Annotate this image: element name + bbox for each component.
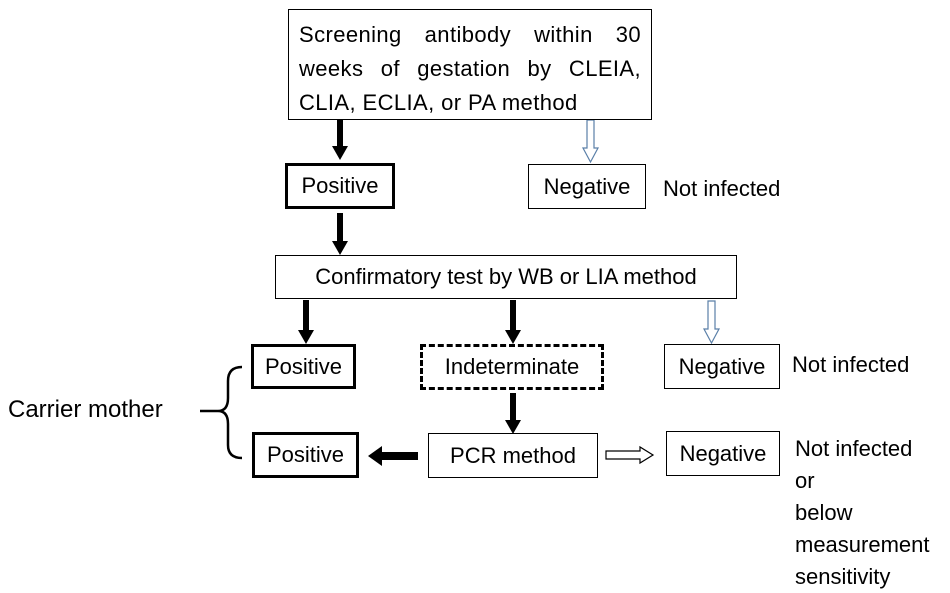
arrow-positive-to-confirmatory — [332, 213, 348, 255]
negative-box-1: Negative — [528, 164, 646, 209]
indeterminate-label: Indeterminate — [444, 354, 580, 379]
arrow-screening-to-positive — [332, 120, 348, 160]
arrow-confirmatory-to-positive — [298, 300, 314, 344]
negative-label-3: Negative — [679, 440, 767, 466]
positive-label-1: Positive — [301, 173, 379, 198]
negative-box-3: Negative — [666, 431, 780, 476]
positive-label-2: Positive — [264, 353, 343, 379]
carrier-bracket — [217, 365, 243, 460]
arrow-confirmatory-to-negative — [702, 300, 721, 345]
positive-label-3: Positive — [266, 442, 345, 467]
indeterminate-box: Indeterminate — [420, 344, 604, 390]
arrow-screening-to-negative — [581, 119, 600, 164]
arrow-pcr-to-positive — [368, 446, 418, 466]
arrow-indeterminate-to-pcr — [505, 393, 521, 434]
pcr-label: PCR method — [450, 442, 576, 468]
positive-box-2: Positive — [251, 344, 356, 389]
positive-box-1: Positive — [285, 163, 395, 209]
pcr-box: PCR method — [428, 433, 598, 478]
confirmatory-text: Confirmatory test by WB or LIA method — [315, 264, 697, 289]
carrier-mother-label: Carrier mother — [8, 396, 163, 423]
arrow-confirmatory-to-indeterminate — [505, 300, 521, 344]
not-infected-label-2: Not infected — [792, 352, 910, 377]
positive-box-3: Positive — [252, 432, 359, 478]
not-infected-label-1: Not infected — [663, 176, 781, 201]
confirmatory-box: Confirmatory test by WB or LIA method — [275, 255, 737, 299]
arrow-pcr-to-negative — [605, 445, 655, 465]
negative-label-2: Negative — [678, 353, 766, 379]
screening-box: Screening antibody within 30 weeks of ge… — [288, 9, 652, 120]
negative-box-2: Negative — [664, 344, 780, 389]
negative-label-1: Negative — [543, 173, 631, 199]
not-infected-label-3: Not infected or below measurement sensit… — [795, 436, 930, 589]
screening-text: Screening antibody within 30 weeks of ge… — [299, 22, 641, 115]
